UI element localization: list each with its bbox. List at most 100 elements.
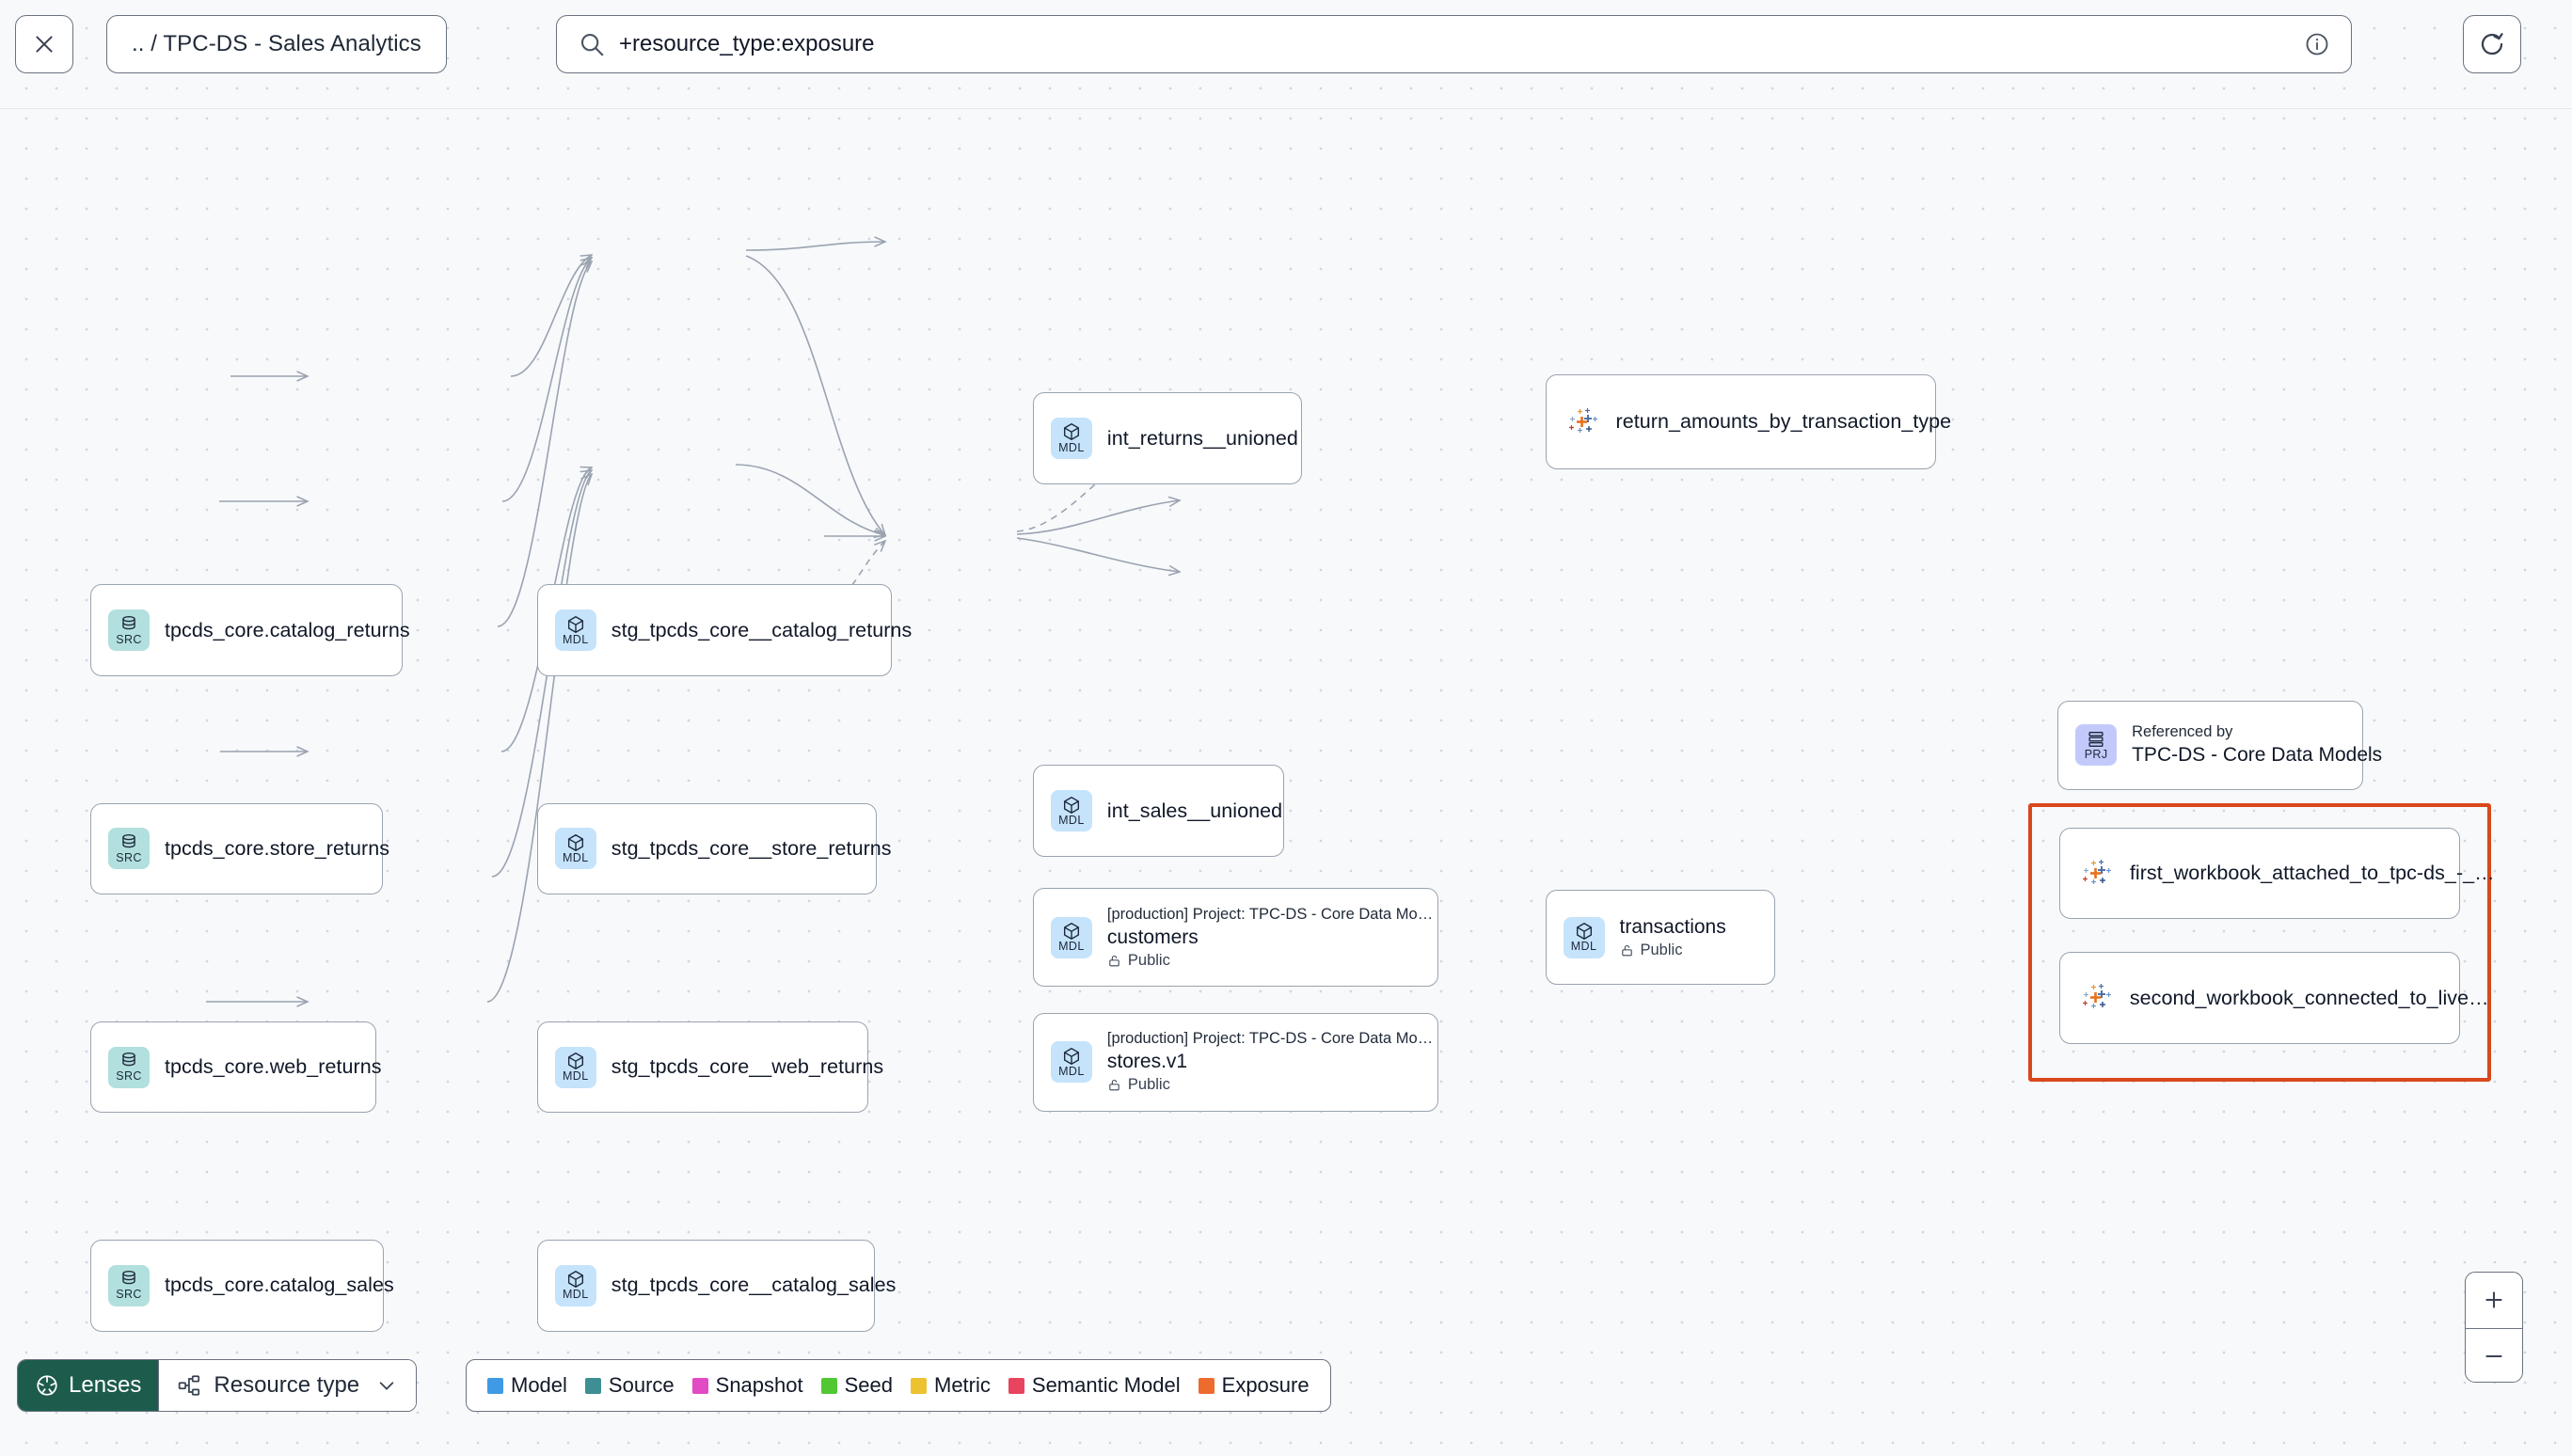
node-label: stg_tpcds_core__store_returns	[611, 836, 892, 860]
legend-item-exposure[interactable]: Exposure	[1198, 1373, 1310, 1398]
archive-icon	[2088, 731, 2104, 747]
cube-icon	[1063, 922, 1079, 940]
lineage-node-src_web_returns[interactable]: SRC tpcds_core.web_returns	[90, 1021, 382, 1114]
node-type-badge-src: SRC	[108, 828, 150, 870]
node-type-glyph	[1061, 922, 1082, 940]
node-type-text: MDL	[1570, 940, 1597, 954]
lineage-node-stores_v1[interactable]: MDL [production] Project: TPC-DS - Core …	[1032, 1012, 1439, 1112]
search-icon	[580, 33, 604, 56]
legend-label: Semantic Model	[1031, 1373, 1181, 1397]
node-subtitle: [production] Project: TPC-DS - Core Data…	[1106, 905, 1434, 923]
legend-swatch	[1008, 1377, 1024, 1394]
node-visibility-text: Public	[1640, 941, 1683, 958]
legend-swatch	[691, 1377, 708, 1394]
node-label: stores.v1	[1106, 1051, 1188, 1073]
resource-type-dropdown[interactable]: Resource type	[158, 1360, 417, 1411]
database-icon	[122, 615, 135, 629]
node-visibility: Public	[1620, 942, 1726, 959]
node-subtitle: [production] Project: TPC-DS - Core Data…	[1106, 1030, 1434, 1048]
tableau-workbook-icon	[2082, 859, 2111, 884]
zoom-out-button[interactable]	[2466, 1329, 2522, 1382]
close-icon	[36, 36, 53, 53]
node-type-badge-prj: PRJ	[2075, 724, 2118, 767]
lenses-control-group: Lenses Resource type	[17, 1359, 418, 1412]
node-type-text: MDL	[1058, 940, 1085, 954]
legend-item-snapshot[interactable]: Snapshot	[691, 1373, 803, 1398]
node-label: TPC-DS - Core Data Models	[2132, 744, 2383, 767]
node-type-badge-mdl: MDL	[554, 1264, 596, 1306]
unlock-icon	[1109, 1080, 1119, 1091]
lineage-node-referenced_by_project[interactable]: PRJ Referenced by TPC-DS - Core Data Mod…	[2057, 701, 2383, 790]
legend-label: Seed	[844, 1373, 893, 1397]
legend-label: Source	[608, 1373, 675, 1397]
lineage-node-src_catalog_returns[interactable]: SRC tpcds_core.catalog_returns	[90, 584, 410, 677]
search-input[interactable]	[619, 31, 2304, 57]
close-button[interactable]	[15, 15, 73, 73]
node-label: return_amounts_by_transaction_type	[1615, 410, 1952, 434]
legend-item-model[interactable]: Model	[487, 1373, 567, 1398]
node-type-glyph	[119, 1052, 139, 1069]
lineage-node-stg_catalog_returns[interactable]: MDL stg_tpcds_core__catalog_returns	[536, 584, 912, 677]
legend-item-seed[interactable]: Seed	[820, 1373, 893, 1398]
hierarchy-icon	[179, 1375, 200, 1396]
node-visibility-text: Public	[1127, 1076, 1170, 1094]
lineage-node-src_catalog_sales[interactable]: SRC tpcds_core.catalog_sales	[90, 1239, 394, 1332]
refresh-button[interactable]	[2463, 15, 2521, 73]
node-type-text: SRC	[116, 633, 142, 646]
lenses-button[interactable]: Lenses	[18, 1360, 159, 1411]
node-label: first_workbook_attached_to_tpc-ds_-_…	[2129, 862, 2495, 885]
lineage-node-src_store_returns[interactable]: SRC tpcds_core.store_returns	[90, 802, 389, 895]
lineage-node-first_workbook[interactable]: first_workbook_attached_to_tpc-ds_-_…	[2058, 827, 2495, 920]
node-type-badge-src: SRC	[108, 1264, 150, 1306]
node-label: int_returns__unioned	[1106, 426, 1298, 450]
node-type-glyph	[1574, 922, 1595, 940]
lineage-node-return_amounts[interactable]: return_amounts_by_transaction_type	[1545, 373, 1951, 470]
node-type-badge-mdl: MDL	[1050, 418, 1092, 460]
zoom-in-button[interactable]	[2466, 1273, 2522, 1328]
lineage-node-stg_catalog_sales[interactable]: MDL stg_tpcds_core__catalog_sales	[536, 1239, 896, 1332]
node-type-glyph	[119, 615, 139, 633]
aperture-icon	[37, 1375, 57, 1396]
lineage-node-stg_web_returns[interactable]: MDL stg_tpcds_core__web_returns	[536, 1021, 883, 1114]
lineage-node-int_sales_unioned[interactable]: MDL int_sales__unioned	[1032, 765, 1284, 858]
node-type-badge-mdl: MDL	[1050, 790, 1092, 832]
legend-item-semantic-model[interactable]: Semantic Model	[1008, 1373, 1181, 1398]
node-type-badge-mdl: MDL	[554, 609, 596, 652]
legend-label: Model	[511, 1373, 567, 1397]
node-type-badge-mdl: MDL	[554, 1046, 596, 1088]
resource-type-legend: Model Source Snapshot Seed Metric Semant…	[466, 1359, 1331, 1412]
legend-swatch	[584, 1377, 601, 1394]
resource-type-label: Resource type	[214, 1372, 360, 1398]
node-text-stack: Referenced by TPC-DS - Core Data Models	[2132, 723, 2383, 767]
node-label: tpcds_core.catalog_sales	[165, 1274, 394, 1297]
node-type-badge-src: SRC	[108, 1046, 150, 1088]
cube-icon	[567, 833, 583, 851]
top-toolbar: .. / TPC-DS - Sales Analytics	[0, 0, 2572, 109]
breadcrumb[interactable]: .. / TPC-DS - Sales Analytics	[106, 15, 447, 73]
legend-label: Metric	[934, 1373, 991, 1397]
lineage-node-transactions[interactable]: MDL transactions Public	[1545, 890, 1775, 986]
search-bar[interactable]	[556, 15, 2352, 73]
cube-icon	[567, 615, 583, 633]
lineage-node-int_returns_unioned[interactable]: MDL int_returns__unioned	[1032, 392, 1303, 484]
node-label: customers	[1106, 926, 1199, 948]
cube-icon	[1576, 922, 1592, 940]
legend-swatch	[1198, 1377, 1215, 1394]
node-type-glyph	[1061, 423, 1082, 441]
node-label: int_sales__unioned	[1106, 799, 1283, 822]
lineage-node-customers[interactable]: MDL [production] Project: TPC-DS - Core …	[1032, 888, 1439, 988]
cube-icon	[567, 1271, 583, 1288]
legend-item-source[interactable]: Source	[584, 1373, 675, 1398]
node-label: transactions	[1619, 915, 1726, 938]
info-circle-icon[interactable]	[2304, 31, 2330, 57]
node-type-text: MDL	[1058, 440, 1085, 454]
node-label: tpcds_core.store_returns	[165, 836, 390, 860]
lineage-node-stg_store_returns[interactable]: MDL stg_tpcds_core__store_returns	[536, 802, 892, 895]
node-label: tpcds_core.catalog_returns	[165, 618, 410, 641]
node-type-badge-mdl: MDL	[554, 828, 596, 870]
legend-item-metric[interactable]: Metric	[911, 1373, 991, 1398]
lineage-node-second_workbook[interactable]: second_workbook_connected_to_live…	[2058, 952, 2489, 1045]
node-type-text: MDL	[562, 1288, 589, 1302]
